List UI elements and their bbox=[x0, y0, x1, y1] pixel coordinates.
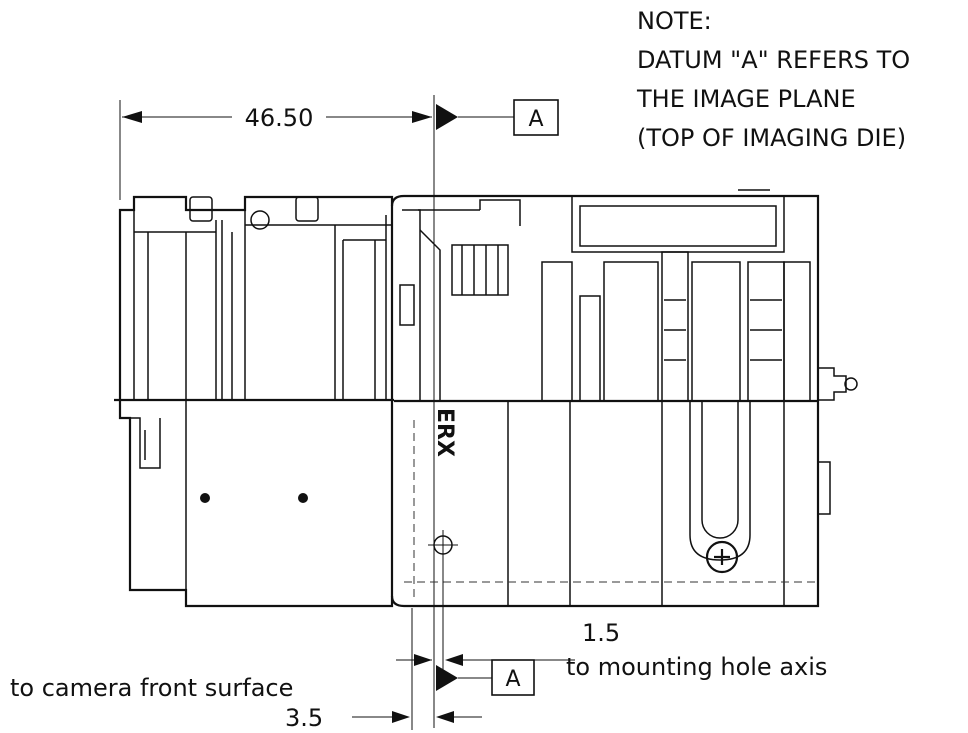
connector-bracket bbox=[479, 199, 521, 226]
board-stack bbox=[579, 295, 601, 402]
datum-box-upper bbox=[513, 99, 559, 136]
slot-screw-cross bbox=[714, 549, 730, 565]
sensor-wedge bbox=[419, 229, 441, 400]
board-stack bbox=[691, 261, 741, 402]
board-block bbox=[541, 261, 573, 402]
camera-logo-text: ERX bbox=[432, 408, 457, 457]
board-stack bbox=[747, 261, 785, 402]
datum-triangle-lower bbox=[436, 665, 458, 691]
mounting-slot bbox=[701, 401, 739, 539]
datum-triangle-upper bbox=[436, 104, 458, 130]
lens-latch bbox=[130, 417, 161, 469]
note-block: NOTE: DATUM "A" REFERS TO THE IMAGE PLAN… bbox=[636, 7, 910, 152]
lens-outline-bottom bbox=[118, 400, 394, 608]
arrowhead-right bbox=[412, 111, 432, 123]
board-stack bbox=[603, 261, 659, 402]
lens-screw bbox=[200, 493, 210, 503]
mounting-slot-outer bbox=[689, 401, 751, 561]
side-port bbox=[817, 461, 831, 515]
dimension-1-5-label: 1.5 bbox=[582, 619, 620, 647]
slot-screw-head bbox=[705, 540, 739, 574]
lens-clip bbox=[295, 196, 319, 222]
board-stack bbox=[783, 261, 811, 402]
datum-a-lower: A bbox=[436, 659, 535, 696]
dimension-3-5-label: 3.5 bbox=[285, 704, 323, 732]
datum-letter-upper: A bbox=[528, 107, 543, 132]
dimension-1-5: 1.5 to mounting hole axis bbox=[396, 560, 827, 681]
note-line-3: (TOP OF IMAGING DIE) bbox=[637, 124, 906, 152]
lens-assembly bbox=[114, 195, 394, 608]
front-surface-annotation: to camera front surface bbox=[10, 674, 293, 702]
mounting-hole-annotation: to mounting hole axis bbox=[566, 653, 827, 681]
note-line-2: THE IMAGE PLANE bbox=[636, 85, 856, 113]
lens-outline-top bbox=[118, 195, 394, 400]
lens-bearing bbox=[250, 210, 270, 230]
lens-clip bbox=[189, 196, 213, 222]
datum-box-lower bbox=[491, 659, 535, 696]
dim-3-5-arrow-left bbox=[392, 711, 410, 723]
datum-a-upper: A bbox=[436, 99, 559, 136]
dimension-46-50-label: 46.50 bbox=[245, 104, 314, 132]
dimension-3-5: 3.5 to camera front surface bbox=[10, 608, 482, 732]
dimension-46-50: 46.50 bbox=[119, 100, 432, 200]
dim-1-5-arrow-right bbox=[445, 654, 463, 666]
sensor-clip bbox=[399, 284, 415, 326]
board-stack bbox=[661, 251, 689, 402]
note-heading: NOTE: bbox=[637, 7, 712, 35]
connector-block bbox=[451, 244, 509, 296]
side-connector-pin bbox=[844, 377, 858, 391]
dim-1-5-arrow-left bbox=[414, 654, 432, 666]
arrowhead-left bbox=[122, 111, 142, 123]
top-module bbox=[571, 195, 785, 253]
note-line-1: DATUM "A" REFERS TO bbox=[637, 46, 910, 74]
side-connector bbox=[818, 367, 847, 401]
sensor-mount bbox=[402, 209, 421, 400]
datum-letter-lower: A bbox=[505, 667, 520, 692]
dim-3-5-arrow-right bbox=[436, 711, 454, 723]
lens-screw bbox=[298, 493, 308, 503]
top-module-inner bbox=[579, 205, 777, 247]
camera-body: ERX bbox=[390, 189, 858, 608]
